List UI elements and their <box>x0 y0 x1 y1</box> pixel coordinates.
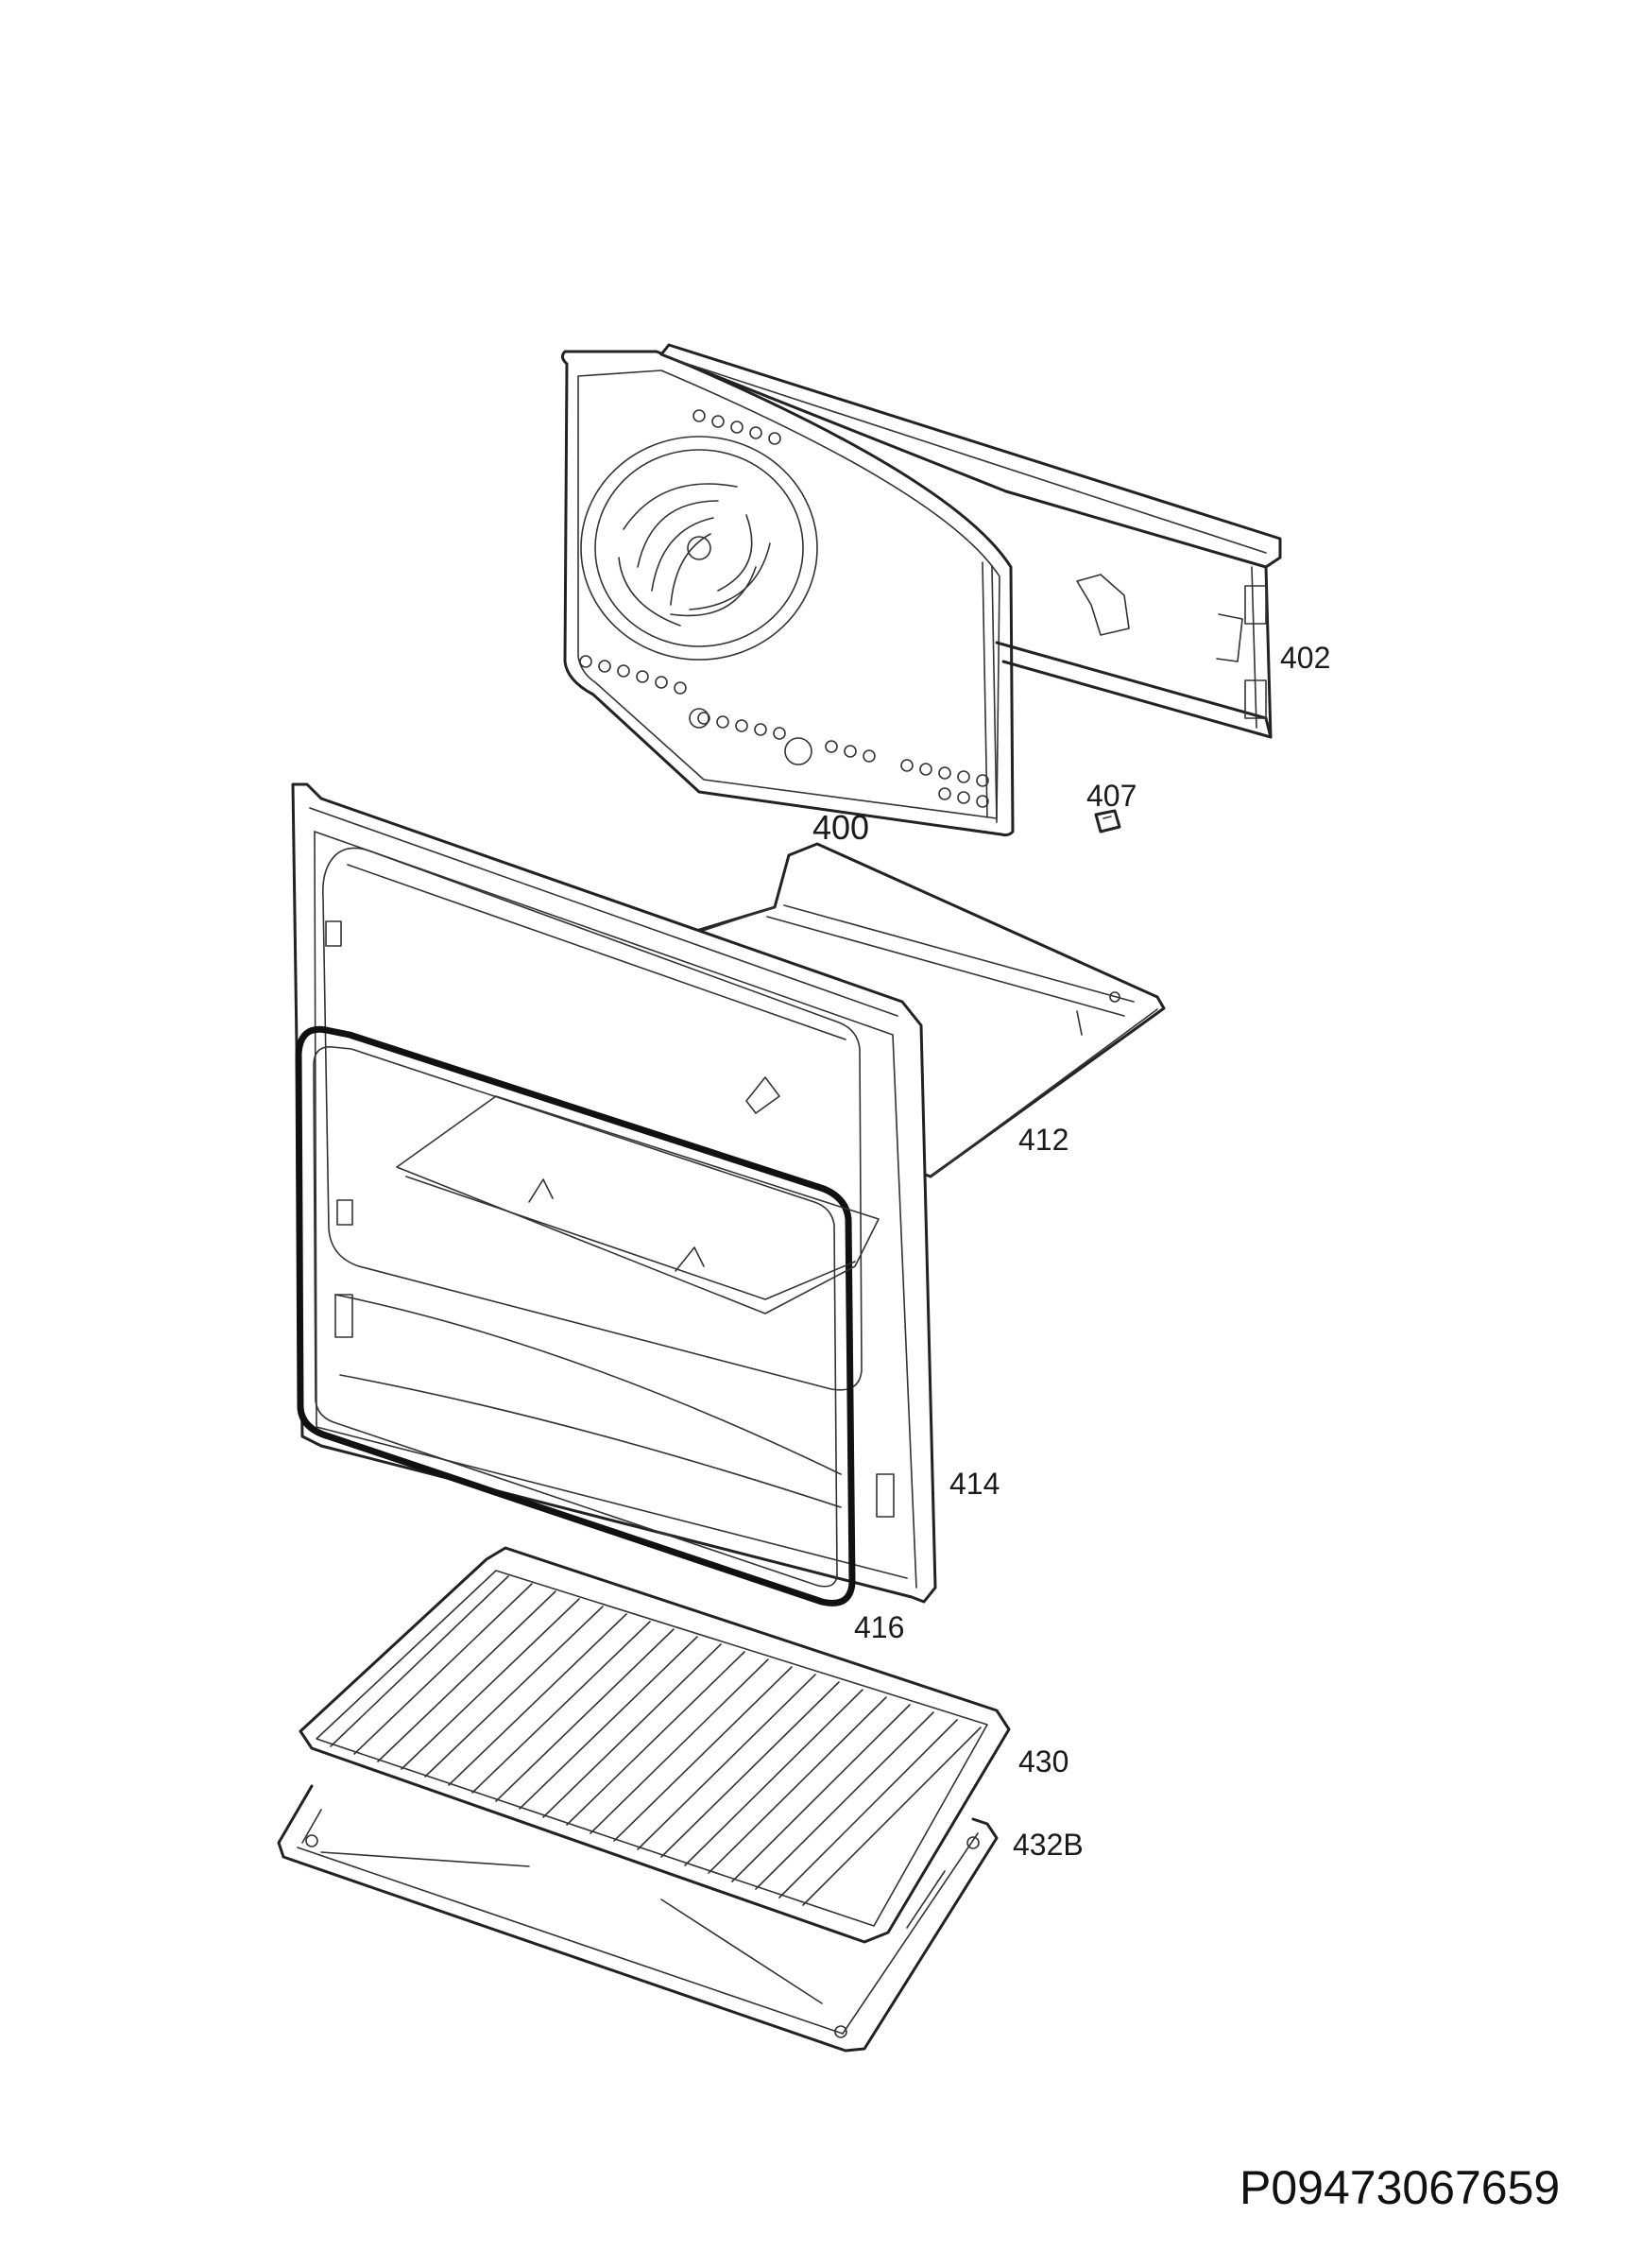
part-407-clip <box>1094 809 1121 833</box>
part-400-back-panel <box>560 350 1015 837</box>
part-label-430: 430 <box>1018 1744 1069 1778</box>
part-414-door-frame <box>291 782 937 1604</box>
part-label-407: 407 <box>1086 779 1137 813</box>
part-label-432B: 432B <box>1013 1828 1084 1862</box>
part-402-rail <box>659 343 1282 739</box>
part-label-416: 416 <box>854 1610 905 1644</box>
part-label-414: 414 <box>949 1467 1000 1501</box>
part-label-400: 400 <box>812 808 870 847</box>
part-label-412: 412 <box>1018 1123 1069 1157</box>
part-label-402: 402 <box>1280 641 1331 675</box>
part-432B-drip-tray <box>277 1784 999 2053</box>
perforation-holes <box>579 409 989 808</box>
part-430-wire-shelf <box>299 1546 1011 1944</box>
shelf-wires <box>330 1575 982 1906</box>
part-416-gasket <box>295 1025 880 1606</box>
document-code: P09473067659 <box>1239 2161 1561 2214</box>
